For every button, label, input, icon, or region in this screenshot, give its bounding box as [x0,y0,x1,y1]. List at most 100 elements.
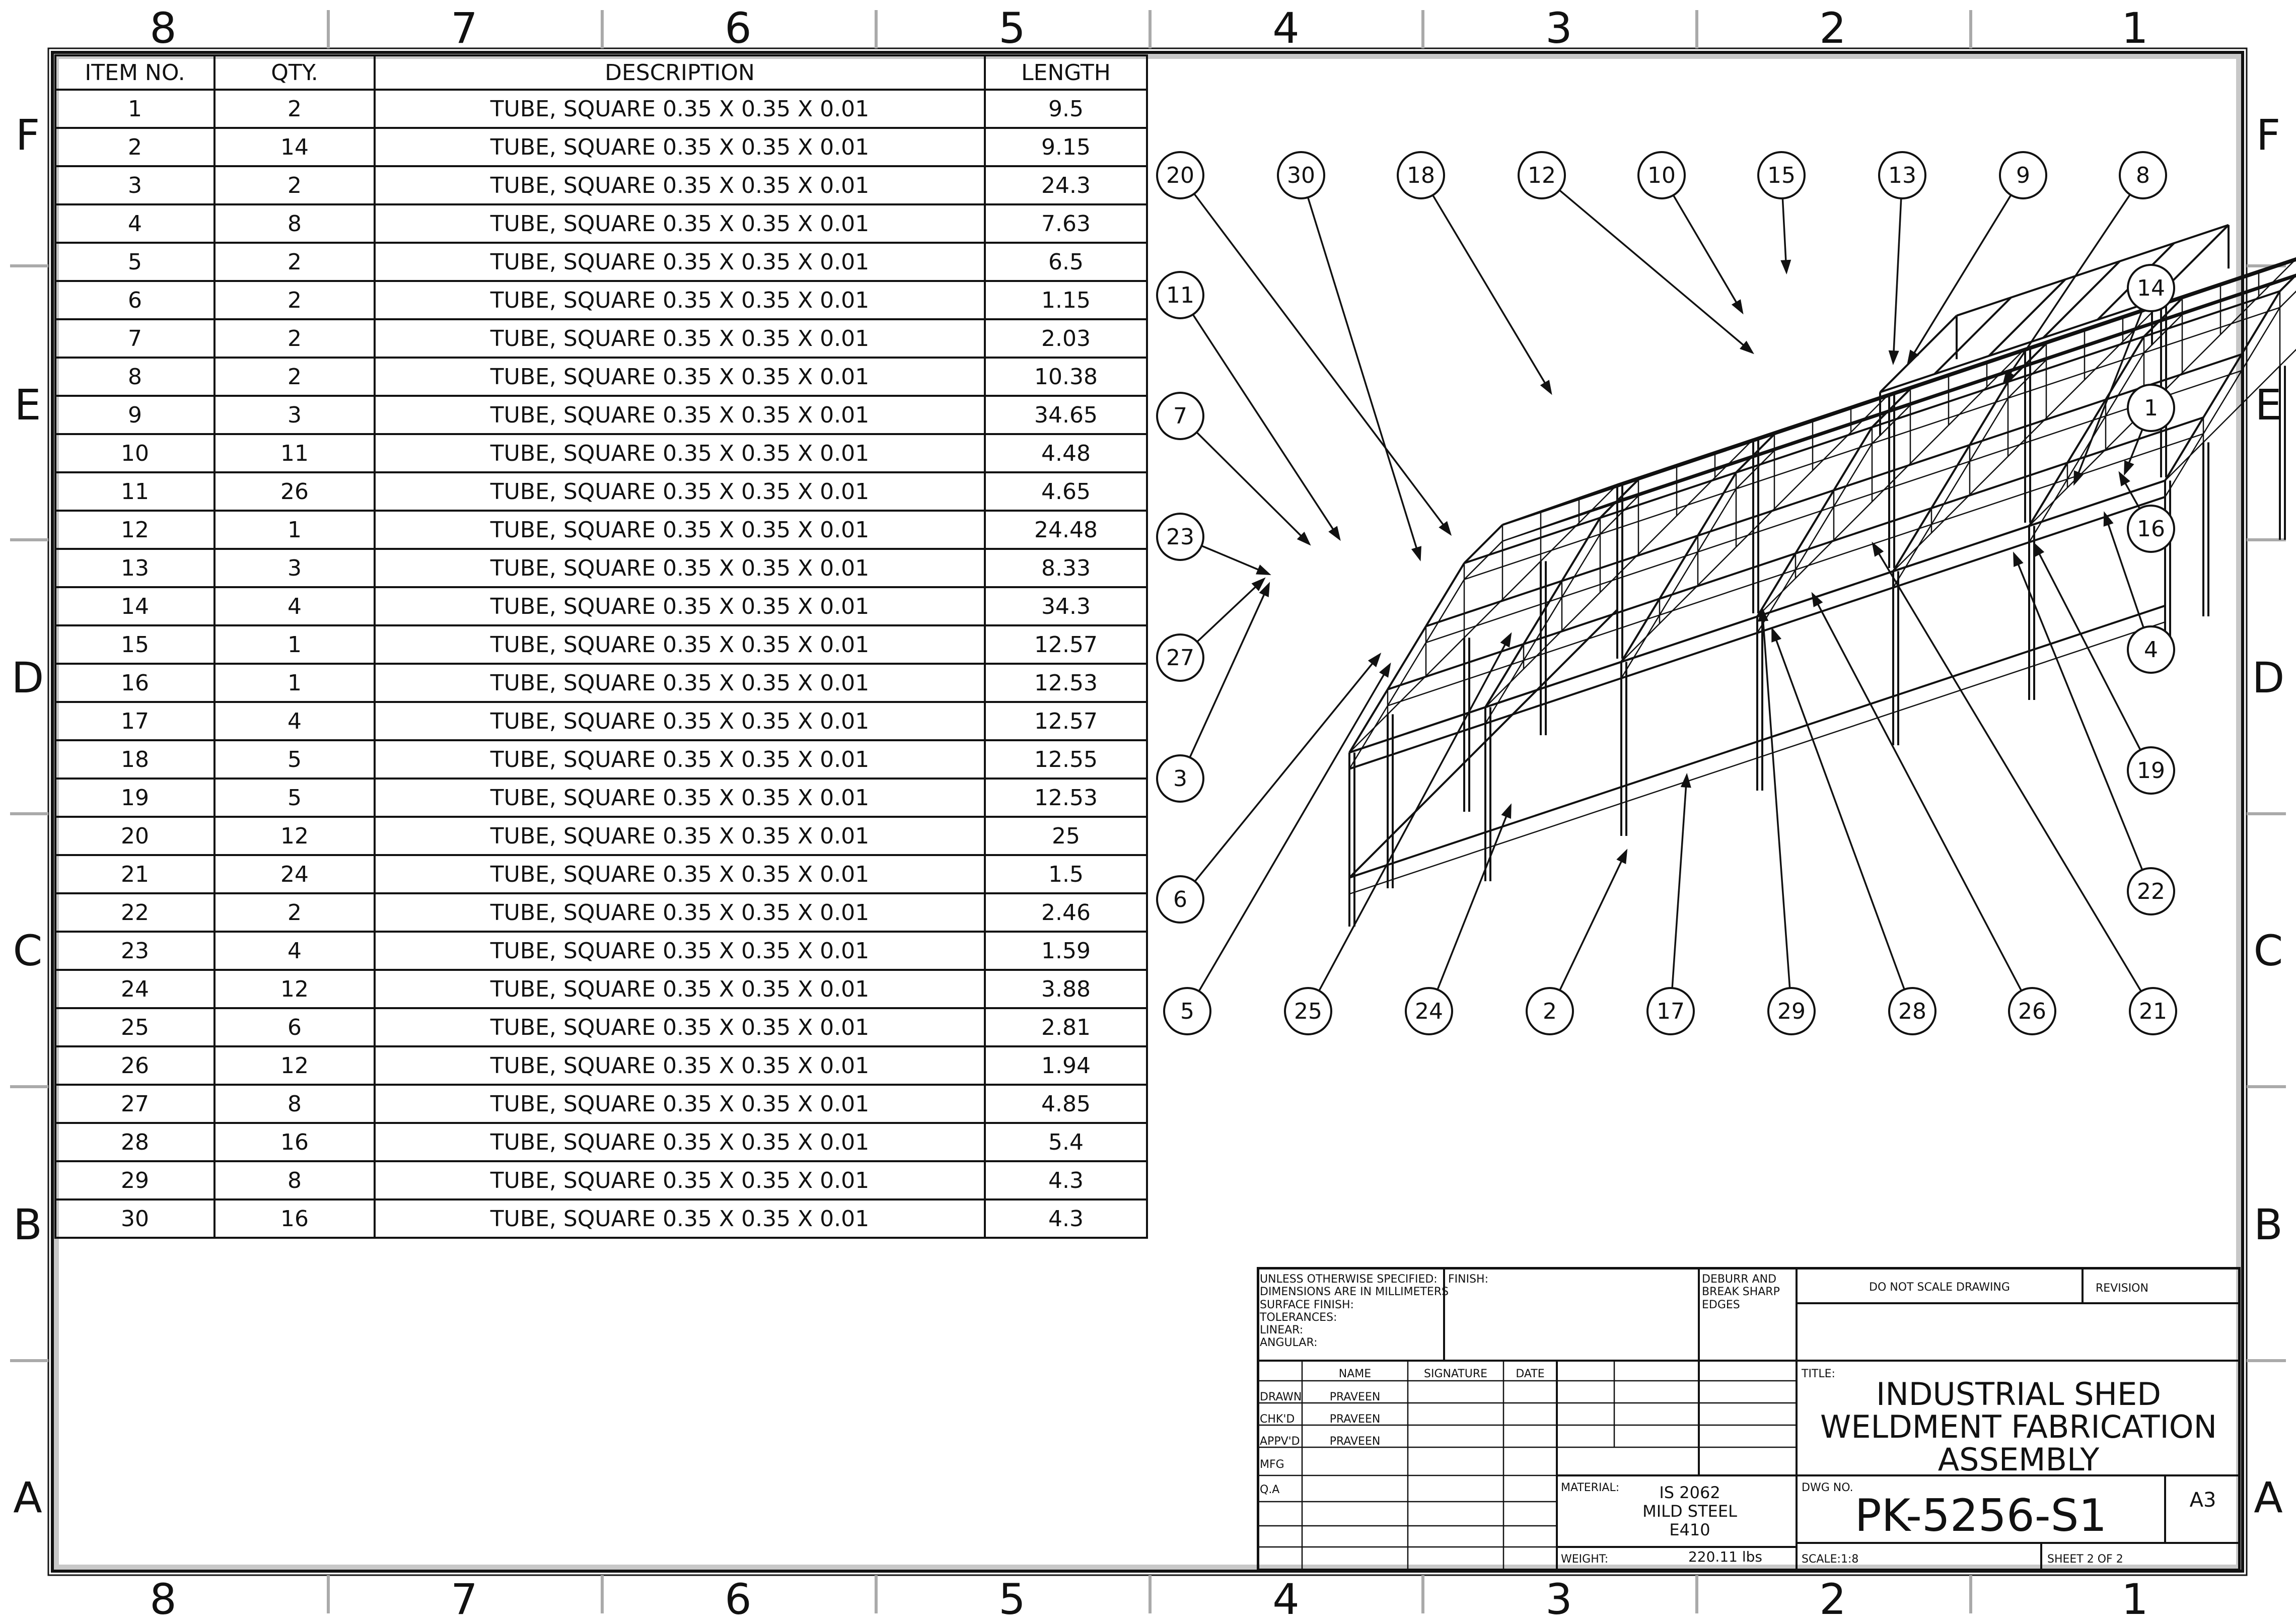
balloon-callout: 11 [1156,271,1204,319]
bom-header-length: LENGTH [984,54,1148,91]
balloon-circle [1526,987,1574,1035]
leader-arrowhead [2103,511,2114,527]
leader-line [1559,851,1627,991]
leader-arrowhead [1297,531,1311,546]
zone-label-row: E [14,380,41,430]
balloon-callout: 28 [1888,987,1936,1035]
frame-member [2241,291,2281,355]
balloon-leaders [1189,189,2144,992]
zone-label-col: 4 [1272,4,1300,53]
bom-qty: 11 [213,433,376,473]
bom-qty: 5 [213,739,376,780]
frame-member [1933,297,2012,375]
frame-member [1833,427,1873,491]
balloon-callout: 1 [2127,384,2175,432]
balloon-circle [2008,987,2056,1035]
bom-item-no: 10 [54,433,216,473]
balloon-circle [1767,987,1816,1035]
bom-qty: 1 [213,510,376,550]
drawing-number: PK-5256-S1 [1854,1490,2107,1541]
bom-length: 6.5 [984,242,1148,282]
bom-qty: 16 [213,1122,376,1162]
bom-description: TUBE, SQUARE 0.35 X 0.35 X 0.01 [374,778,986,818]
bom-qty: 12 [213,969,376,1009]
balloon-number: 3 [1173,766,1187,792]
leader-arrowhead [2002,370,2015,385]
leader-arrowhead [1771,627,1782,643]
balloon-number: 17 [1657,999,1685,1024]
bom-description: TUBE, SQUARE 0.35 X 0.35 X 0.01 [374,624,986,665]
bom-length: 7.63 [984,203,1148,244]
bom-qty: 4 [213,701,376,741]
frame-member [1484,643,1525,708]
balloon-callout: 14 [2127,264,2175,312]
leader-line [1559,189,1753,354]
balloon-number: 5 [1180,999,1194,1024]
bom-item-no: 5 [54,242,216,282]
bom-description: TUBE, SQUARE 0.35 X 0.35 X 0.01 [374,280,986,320]
balloon-callout: 8 [2119,151,2167,199]
balloon-callout: 7 [1156,392,1204,440]
frame-member [2143,314,2183,354]
frame-member [1523,580,1563,645]
bom-item-no: 25 [54,1007,216,1047]
bom-length: 10.38 [984,357,1148,397]
balloon-callout: 27 [1156,633,1204,682]
leader-arrowhead [1259,582,1270,597]
frame-member [1872,404,1911,444]
leader-arrowhead [1731,299,1744,315]
bom-item-no: 22 [54,892,216,933]
bom-qty: 2 [213,357,376,397]
bom-length: 34.3 [984,586,1148,626]
bom-description: TUBE, SQUARE 0.35 X 0.35 X 0.01 [374,471,986,512]
bom-length: 9.15 [984,127,1148,167]
bom-header-item-no: ITEM NO. [54,54,216,91]
bom-item-no: 12 [54,510,216,550]
zone-label-col: 6 [725,4,752,53]
bom-length: 4.3 [984,1198,1148,1239]
title-block [1257,1267,2241,1571]
leader-arrowhead [1616,849,1628,864]
bom-description: TUBE, SQUARE 0.35 X 0.35 X 0.01 [374,433,986,473]
leader-arrowhead [2124,460,2134,476]
frame-member [1620,614,1661,679]
zone-label-col: 5 [998,4,1026,53]
frame-member [1600,495,1639,535]
frame-member [1892,524,1932,588]
leader-line [1192,314,1340,539]
frame-member [2182,284,2221,300]
balloon-circle [1637,151,1686,199]
balloon-circle [1878,151,1926,199]
zone-label-row: F [15,110,40,160]
frame-member [1930,461,1971,525]
frame-member [1910,391,1949,406]
frame-member [2143,297,2183,337]
balloon-circle [1999,151,2047,199]
balloon-number: 1 [2144,395,2158,421]
bom-qty: 2 [213,89,376,129]
balloon-number: 29 [1777,999,1806,1024]
frame-member [1774,436,1813,451]
balloon-number: 30 [1287,163,1315,188]
balloon-callout: 29 [1767,987,1816,1035]
frame-member [1502,510,1541,526]
bom-item-no: 15 [54,624,216,665]
tolerances-note: UNLESS OTHERWISE SPECIFIED: DIMENSIONS A… [1260,1273,1449,1350]
bom-length: 24.3 [984,165,1148,205]
bom-item-no: 4 [54,203,216,244]
leader-line [2073,309,2143,484]
bom-length: 4.65 [984,471,1148,512]
bom-item-no: 17 [54,701,216,741]
frame-member [1956,224,2229,317]
balloon-circle [2127,625,2175,674]
frame-member [1910,374,1949,390]
frame-member [1774,419,1813,436]
bom-description: TUBE, SQUARE 0.35 X 0.35 X 0.01 [374,586,986,626]
balloon-circle [1888,987,1936,1035]
mfg-label: MFG [1260,1458,1284,1471]
